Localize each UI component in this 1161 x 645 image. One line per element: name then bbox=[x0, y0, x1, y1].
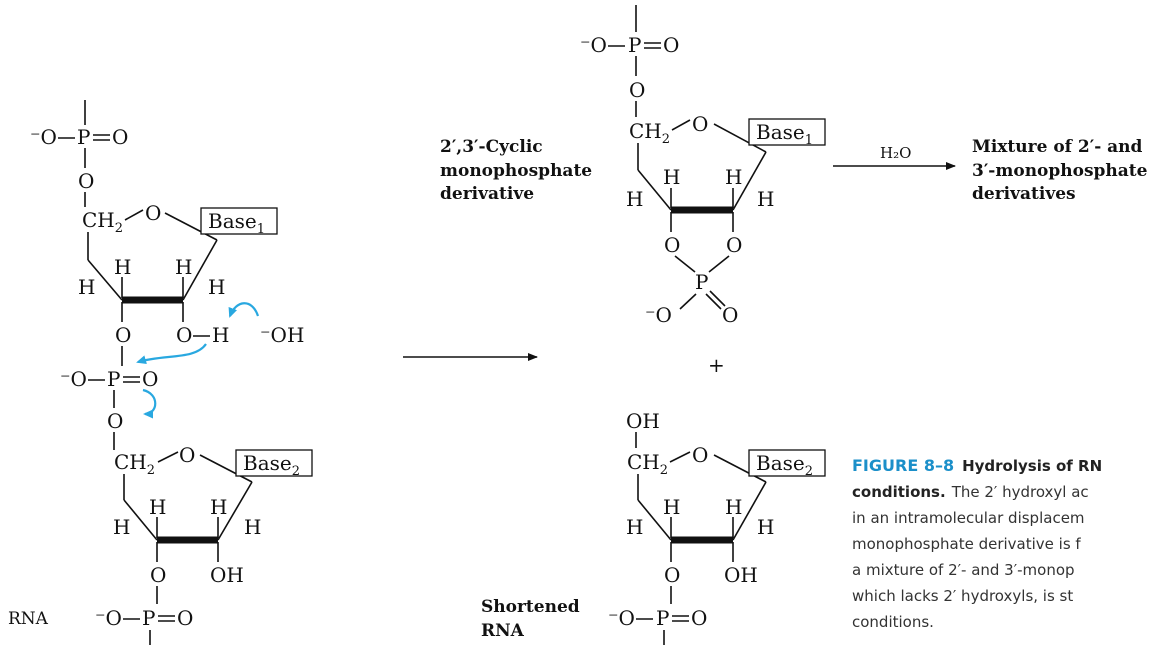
svg-text:P: P bbox=[695, 270, 708, 294]
svg-text:P: P bbox=[142, 606, 155, 630]
svg-text:CH2: CH2 bbox=[82, 208, 123, 236]
svg-text:CH2: CH2 bbox=[629, 119, 670, 147]
shortened-rna-structure: OH CH2 O Base2 H H H H O OH ⁻O P O Short… bbox=[481, 409, 826, 645]
svg-text:a mixture of 2′- and 3′-monop: a mixture of 2′- and 3′-monop bbox=[852, 561, 1075, 579]
svg-text:conditions.: conditions. bbox=[852, 613, 934, 631]
svg-text:which lacks 2′ hydroxyls, is s: which lacks 2′ hydroxyls, is st bbox=[852, 587, 1073, 605]
svg-text:H: H bbox=[663, 495, 680, 519]
rna-label: RNA bbox=[8, 609, 49, 629]
svg-text:Base2: Base2 bbox=[756, 451, 813, 479]
svg-text:H: H bbox=[244, 515, 261, 539]
svg-text:Shortened: Shortened bbox=[481, 597, 580, 617]
svg-text:O: O bbox=[115, 323, 131, 347]
svg-text:CH2: CH2 bbox=[627, 450, 668, 478]
svg-text:O: O bbox=[145, 201, 161, 225]
svg-text:in an intramolecular displacem: in an intramolecular displacem bbox=[852, 509, 1085, 527]
svg-text:H: H bbox=[212, 323, 229, 347]
svg-text:RNA: RNA bbox=[481, 621, 525, 641]
svg-text:H: H bbox=[175, 255, 192, 279]
svg-text:O: O bbox=[691, 606, 707, 630]
svg-text:H: H bbox=[626, 515, 643, 539]
svg-text:3′-monophosphate: 3′-monophosphate bbox=[972, 161, 1148, 181]
svg-text:O: O bbox=[692, 112, 708, 136]
svg-text:P: P bbox=[77, 125, 90, 149]
svg-text:O: O bbox=[177, 606, 193, 630]
svg-text:O: O bbox=[722, 303, 738, 327]
svg-text:⁻O: ⁻O bbox=[645, 303, 672, 327]
svg-text:O: O bbox=[78, 169, 94, 193]
svg-text:H: H bbox=[757, 187, 774, 211]
svg-text:H: H bbox=[626, 187, 643, 211]
svg-text:P: P bbox=[107, 367, 120, 391]
svg-text:H: H bbox=[663, 165, 680, 189]
svg-text:O: O bbox=[112, 125, 128, 149]
hydrolysis-step: H₂O Mixture of 2′- and 3′-monophosphate … bbox=[833, 137, 1148, 204]
svg-text:O: O bbox=[107, 409, 123, 433]
svg-text:OH: OH bbox=[626, 409, 660, 433]
svg-text:O: O bbox=[692, 443, 708, 467]
svg-text:O: O bbox=[150, 563, 166, 587]
svg-text:H₂O: H₂O bbox=[880, 144, 911, 162]
svg-text:H: H bbox=[757, 515, 774, 539]
svg-text:⁻O: ⁻O bbox=[30, 125, 57, 149]
svg-text:2′,3′-Cyclic: 2′,3′-Cyclic bbox=[440, 137, 543, 157]
electron-push-arrows bbox=[136, 302, 260, 419]
svg-text:conditions.The 2′ hydroxyl ac: conditions.The 2′ hydroxyl ac bbox=[852, 483, 1089, 501]
svg-text:OH: OH bbox=[210, 563, 244, 587]
svg-text:O: O bbox=[726, 233, 742, 257]
svg-text:OH: OH bbox=[724, 563, 758, 587]
svg-text:H: H bbox=[725, 495, 742, 519]
svg-text:O: O bbox=[629, 78, 645, 102]
svg-text:O: O bbox=[176, 323, 192, 347]
svg-text:Base1: Base1 bbox=[756, 120, 813, 148]
svg-text:Base1: Base1 bbox=[208, 209, 265, 237]
svg-text:O: O bbox=[664, 233, 680, 257]
svg-text:⁻O: ⁻O bbox=[608, 606, 635, 630]
svg-text:monophosphate derivative is f: monophosphate derivative is f bbox=[852, 535, 1081, 553]
svg-text:O: O bbox=[179, 443, 195, 467]
svg-text:H: H bbox=[78, 275, 95, 299]
svg-text:derivatives: derivatives bbox=[972, 184, 1076, 204]
svg-text:P: P bbox=[628, 33, 641, 57]
svg-text:H: H bbox=[113, 515, 130, 539]
plus-sign: + bbox=[708, 353, 725, 377]
svg-text:⁻O: ⁻O bbox=[60, 367, 87, 391]
svg-text:Mixture of 2′- and: Mixture of 2′- and bbox=[972, 137, 1143, 157]
svg-text:O: O bbox=[664, 563, 680, 587]
svg-text:O: O bbox=[663, 33, 679, 57]
svg-text:derivative: derivative bbox=[440, 184, 534, 204]
svg-text:P: P bbox=[656, 606, 669, 630]
svg-text:⁻O: ⁻O bbox=[580, 33, 607, 57]
svg-text:CH2: CH2 bbox=[114, 450, 155, 478]
rna-structure: ⁻O P O O CH2 O Base1 H H H H O O H ⁻OH ⁻ bbox=[8, 100, 313, 645]
svg-text:⁻OH: ⁻OH bbox=[260, 323, 304, 347]
svg-text:H: H bbox=[149, 495, 166, 519]
svg-text:monophosphate: monophosphate bbox=[440, 161, 592, 181]
svg-text:H: H bbox=[114, 255, 131, 279]
svg-text:⁻O: ⁻O bbox=[95, 606, 122, 630]
svg-text:H: H bbox=[208, 275, 225, 299]
svg-text:O: O bbox=[142, 367, 158, 391]
svg-text:H: H bbox=[210, 495, 227, 519]
svg-text:Base2: Base2 bbox=[243, 451, 300, 479]
svg-text:H: H bbox=[725, 165, 742, 189]
cyclic-phosphate-structure: ⁻O P O O CH2 O Base1 H H H H O O P ⁻O bbox=[440, 5, 826, 327]
